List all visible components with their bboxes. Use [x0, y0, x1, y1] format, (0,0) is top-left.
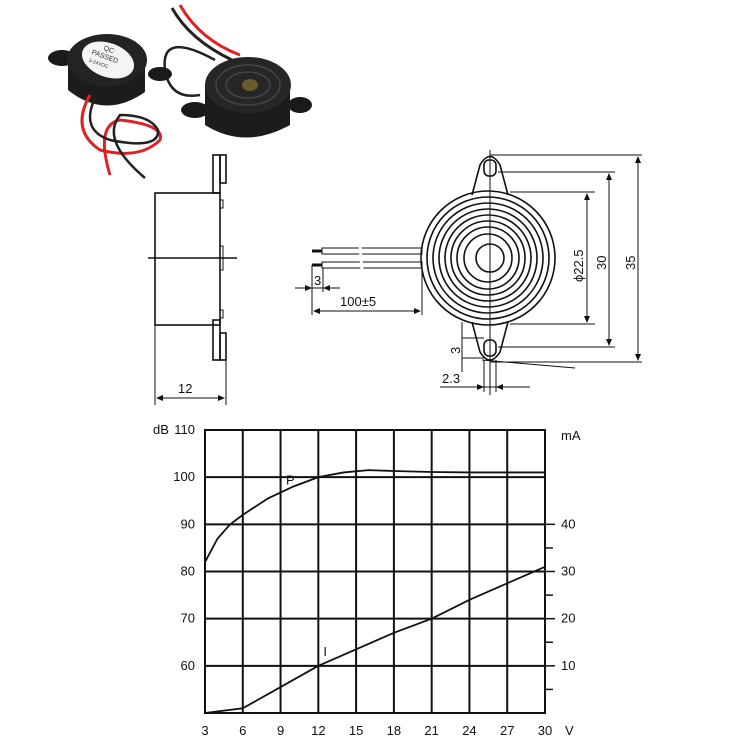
x-tick-label: 15	[349, 723, 363, 738]
diameter-dim: ϕ22.5	[571, 249, 586, 282]
y-left-tick-label: 70	[181, 611, 195, 626]
x-axis-label: V	[565, 723, 574, 738]
hole-width-dim: 2.3	[442, 371, 460, 386]
x-tick-label: 12	[311, 723, 325, 738]
product-photo: QC PASSED 3-24VDC	[48, 4, 312, 179]
series-line-P	[204, 469, 545, 563]
x-tick-label: 6	[239, 723, 246, 738]
front-view-drawing: 3 100±5 ϕ22.5 30 35 3 2.3	[295, 150, 642, 395]
x-tick-label: 21	[424, 723, 438, 738]
series-label-P: P	[286, 472, 295, 487]
side-view-drawing: 12	[148, 154, 237, 405]
hole-pitch-dim: 30	[594, 256, 609, 270]
series-line-I	[204, 565, 546, 714]
y-right-tick-label: 20	[561, 611, 575, 626]
overall-height-dim: 35	[623, 256, 638, 270]
hole-height-dim: 3	[448, 347, 463, 354]
y-right-tick-label: 30	[561, 564, 575, 579]
y-left-tick-label: 60	[181, 658, 195, 673]
x-tick-label: 30	[538, 723, 552, 738]
y-left-tick-label: 100	[173, 469, 195, 484]
x-tick-label: 9	[277, 723, 284, 738]
y-right-tick-label: 10	[561, 658, 575, 673]
x-tick-label: 27	[500, 723, 514, 738]
svg-text:QC: QC	[103, 45, 115, 55]
y-left-tick-label: 80	[181, 564, 195, 579]
y-right-axis-label: mA	[561, 428, 581, 443]
y-left-axis-label: dB	[153, 422, 169, 437]
y-left-tick-label: 90	[181, 516, 195, 531]
x-tick-label: 24	[462, 723, 476, 738]
strip-dim: 3	[314, 273, 321, 288]
side-width-dim: 12	[178, 381, 192, 396]
series-label-I: I	[323, 644, 327, 659]
x-tick-label: 3	[201, 723, 208, 738]
spl-current-chart: 3 6 9 12 15 18 21 24 27 30 60 70 80 90 100 110 10 20 30 40 d…	[153, 422, 581, 738]
y-left-tick-label: 110	[174, 422, 195, 437]
y-right-tick-label: 40	[561, 516, 575, 531]
x-tick-label: 18	[387, 723, 401, 738]
lead-length-dim: 100±5	[340, 294, 376, 309]
